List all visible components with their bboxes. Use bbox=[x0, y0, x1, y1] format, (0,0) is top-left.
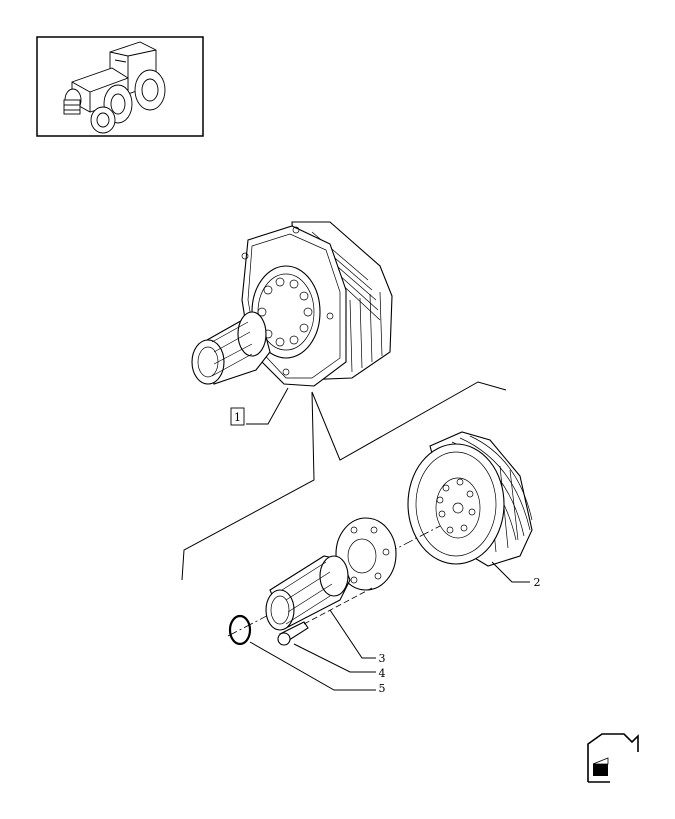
explode-lines bbox=[181, 381, 507, 581]
hub-shaft[interactable] bbox=[265, 517, 397, 631]
callout-label-3: 3 bbox=[379, 652, 386, 665]
tractor-thumbnail[interactable] bbox=[36, 36, 204, 137]
callout-4[interactable]: 4 bbox=[293, 643, 386, 680]
axis-line bbox=[227, 525, 441, 637]
callout-3[interactable]: 3 bbox=[329, 609, 386, 665]
callout-2[interactable]: 2 bbox=[491, 561, 541, 589]
next-page-icon[interactable] bbox=[587, 733, 639, 783]
callout-label-4: 4 bbox=[379, 667, 386, 680]
callout-label-2: 2 bbox=[534, 576, 541, 589]
callout-label-1: 1 bbox=[234, 411, 241, 424]
clutch-pack[interactable] bbox=[407, 431, 533, 567]
clutch-assembly[interactable] bbox=[191, 221, 393, 387]
callout-1[interactable]: 1 bbox=[230, 387, 289, 426]
tractor-icon bbox=[63, 41, 166, 134]
callout-5[interactable]: 5 bbox=[249, 641, 386, 695]
bolt[interactable] bbox=[277, 587, 373, 646]
snap-ring[interactable] bbox=[228, 614, 252, 646]
callout-label-5: 5 bbox=[379, 682, 386, 695]
